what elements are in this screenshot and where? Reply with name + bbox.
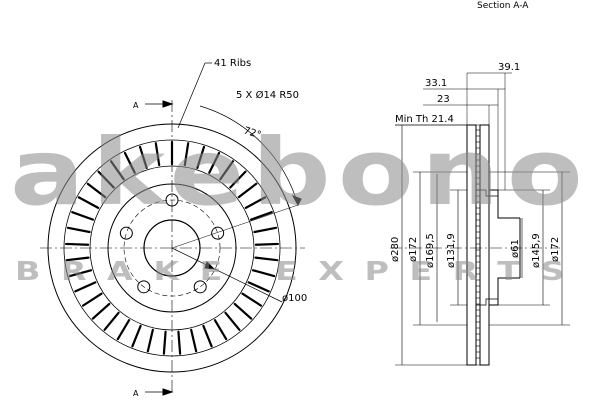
section-marker-bottom-label: A [133, 389, 139, 398]
angle-ref-line [171, 204, 299, 249]
rib-slot [109, 160, 125, 181]
angle-72-arc [199, 105, 299, 206]
hat-profile-top [489, 189, 520, 219]
bolt-pattern-label: 5 X Ø14 R50 [236, 89, 299, 101]
rib-slot [116, 319, 131, 341]
rib-slot [249, 211, 273, 221]
angle-arrow-end [291, 195, 302, 207]
dim-172-right-label: ø172 [550, 237, 561, 262]
rib-slot [123, 151, 136, 174]
rib-slot [208, 151, 221, 174]
rib-slot [146, 328, 154, 353]
rib-slot [162, 330, 167, 355]
dim-61-label: ø61 [510, 239, 521, 258]
rib-slot [196, 145, 206, 170]
rib-slot [233, 302, 253, 320]
rib-slot [224, 311, 241, 331]
rib-slot [254, 242, 280, 246]
rib-slots [64, 140, 280, 355]
rib-slot [68, 269, 93, 278]
ribs-leader-line [177, 62, 206, 129]
rib-slot [237, 182, 258, 199]
bolt-holes [119, 193, 225, 294]
rib-slot [103, 311, 120, 331]
rib-slot [241, 292, 263, 307]
watermark-brand: akebono [10, 119, 590, 226]
bolt-hole [193, 280, 207, 294]
rib-slot [97, 170, 115, 189]
rib-slot [244, 196, 267, 209]
dim-280-label: ø280 [390, 237, 401, 262]
section-marker-top-arrowhead [162, 100, 174, 108]
dim-145-9-label: ø145,9 [531, 233, 542, 268]
rib-slot [213, 319, 228, 341]
rib-slot [81, 292, 103, 307]
dim-39-1-label: 39.1 [498, 62, 520, 73]
rib-slot [91, 302, 111, 320]
hat-inner-bottom [476, 298, 498, 306]
hat-profile-bottom [489, 277, 520, 306]
section-marker-top-label: A [133, 101, 139, 110]
rib-slot [74, 281, 97, 293]
rib-slot [202, 324, 213, 348]
rib-slot [86, 182, 107, 199]
rib-slot [138, 145, 148, 170]
section-title: Section A-A [477, 1, 529, 11]
rib-slot [71, 211, 95, 221]
section-view [390, 72, 570, 366]
diameter-100-arrowhead [204, 261, 216, 270]
front-view [40, 62, 305, 396]
rib-slot [154, 142, 161, 167]
dim-172-left-label: ø172 [408, 237, 419, 262]
section-marker-bottom-arrowhead [162, 388, 174, 396]
rib-slot [65, 256, 90, 262]
diameter-100-leader [171, 247, 283, 303]
rib-slot [254, 256, 279, 262]
hat-inner-top [476, 189, 498, 197]
rib-slot [131, 324, 142, 348]
dim-23-label: 23 [437, 94, 450, 105]
watermark-tagline: BRAKE EXPERTS [15, 257, 585, 287]
rib-slot [66, 226, 91, 234]
rib-slot [229, 170, 247, 189]
rib-slot [253, 226, 278, 234]
dim-131-9-label: ø131,9 [446, 233, 457, 268]
dim-33-1-label: 33.1 [425, 78, 447, 89]
rib-slot [64, 242, 90, 246]
rib-slot [190, 328, 198, 353]
min-thickness-label: Min Th 21.4 [395, 114, 454, 125]
rib-slot [177, 330, 182, 355]
angle-label: 72° [242, 125, 262, 141]
rib-slot [183, 142, 190, 167]
dim-169-5-label: ø169,5 [425, 233, 436, 268]
bolt-hole [119, 226, 133, 240]
bolt-hole [211, 226, 225, 240]
rib-slot [219, 160, 235, 181]
ribs-label: 41 Ribs [214, 58, 251, 69]
rib-slot [247, 281, 270, 293]
rib-slot [77, 196, 100, 209]
bolt-hole [137, 280, 151, 294]
diameter-100-label: ø100 [282, 293, 307, 304]
rib-slot [251, 269, 276, 278]
watermark: akebono BRAKE EXPERTS [10, 119, 590, 287]
